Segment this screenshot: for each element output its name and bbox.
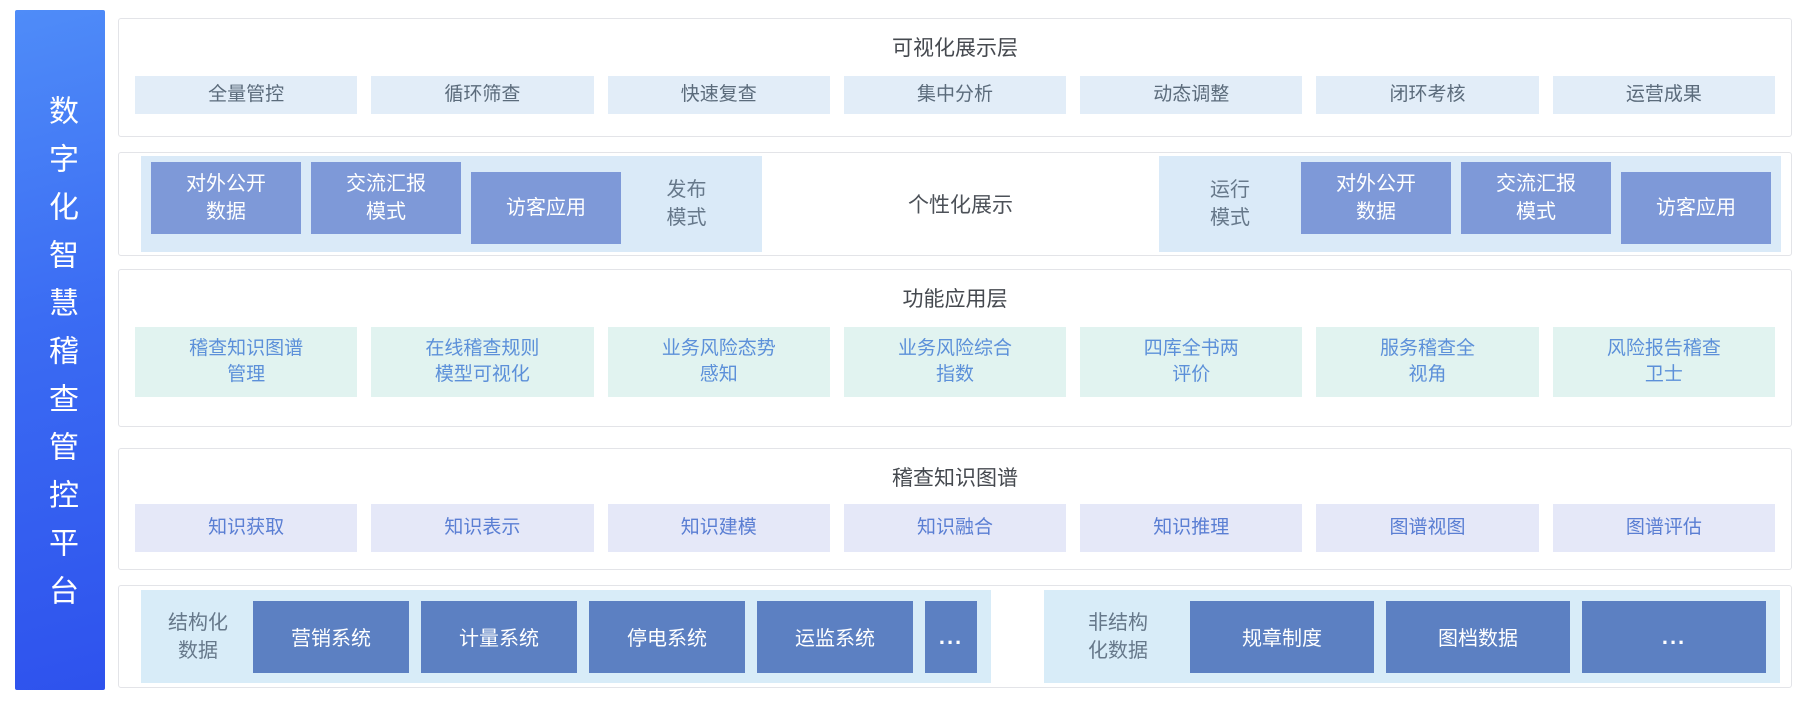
unstructured-data-label: 非结构 化数据	[1088, 611, 1148, 662]
knowledge-item: 知识获取	[135, 504, 358, 552]
function-item: 业务风险态势 感知	[607, 327, 830, 397]
mode-box: 访客应用	[1621, 172, 1771, 244]
platform-sidebar: 数字化智慧稽查管控平台	[15, 10, 105, 690]
visualization-items-row: 全量管控 循环筛查 快速复查 集中分析 动态调整 闭环考核 运营成果	[119, 76, 1791, 114]
layer-title-function: 功能应用层	[902, 288, 1008, 311]
layer-card-visualization: 可视化展示层 全量管控 循环筛查 快速复查 集中分析 动态调整 闭环考核 运营成…	[118, 18, 1792, 137]
mode-box: 对外公开 数据	[1301, 162, 1451, 234]
structured-data-label: 结构化 数据	[168, 611, 228, 662]
visualization-item: 循环筛查	[371, 76, 594, 114]
publish-mode-label: 发布 模式	[666, 179, 707, 229]
function-items-row: 稽查知识图谱 管理 在线稽查规则 模型可视化 业务风险态势 感知 业务风险综合 …	[119, 327, 1791, 397]
function-item: 稽查知识图谱 管理	[135, 327, 358, 397]
function-item: 业务风险综合 指数	[843, 327, 1067, 397]
knowledge-item: 图谱视图	[1316, 504, 1539, 552]
layer-card-data-sources: 结构化 数据 营销系统 计量系统 停电系统 运监系统 ... 非结构 化数据 规…	[118, 585, 1792, 688]
system-box: 营销系统	[253, 600, 409, 673]
mode-box: 对外公开 数据	[151, 162, 301, 234]
mode-box: 交流汇报 模式	[311, 162, 461, 234]
system-box: 停电系统	[589, 600, 745, 673]
layer-card-display-modes: 对外公开 数据 交流汇报 模式 访客应用 发布 模式 个性化展示 运行 模式 对…	[118, 152, 1792, 256]
publish-mode-panel: 对外公开 数据 交流汇报 模式 访客应用 发布 模式	[141, 156, 762, 252]
layer-card-function: 功能应用层 稽查知识图谱 管理 在线稽查规则 模型可视化 业务风险态势 感知 业…	[118, 269, 1792, 427]
system-box: 运监系统	[757, 600, 913, 673]
knowledge-item: 知识融合	[843, 504, 1067, 552]
mode-box: 交流汇报 模式	[1461, 162, 1611, 234]
platform-title: 数字化智慧稽查管控平台	[44, 95, 77, 623]
layers-column: 可视化展示层 全量管控 循环筛查 快速复查 集中分析 动态调整 闭环考核 运营成…	[118, 18, 1792, 688]
run-mode-panel: 运行 模式 对外公开 数据 交流汇报 模式 访客应用	[1159, 156, 1781, 252]
visualization-item: 闭环考核	[1316, 76, 1539, 114]
knowledge-item: 图谱评估	[1552, 504, 1775, 552]
visualization-item: 全量管控	[135, 76, 358, 114]
ellipsis-box: ...	[925, 600, 977, 673]
layer-card-knowledge-graph: 稽查知识图谱 知识获取 知识表示 知识建模 知识融合 知识推理 图谱视图 图谱评…	[118, 448, 1792, 570]
knowledge-item: 知识推理	[1080, 504, 1303, 552]
function-item: 四库全书两 评价	[1080, 327, 1303, 397]
function-item: 风险报告稽查 卫士	[1552, 327, 1775, 397]
personalized-display-label: 个性化展示	[908, 194, 1013, 217]
visualization-item: 动态调整	[1080, 76, 1303, 114]
mode-box: 访客应用	[471, 172, 621, 244]
visualization-item: 快速复查	[607, 76, 830, 114]
structured-data-panel: 结构化 数据 营销系统 计量系统 停电系统 运监系统 ...	[141, 590, 991, 683]
knowledge-item: 知识建模	[607, 504, 830, 552]
layer-title-knowledge-graph: 稽查知识图谱	[892, 467, 1018, 490]
unstructured-data-panel: 非结构 化数据 规章制度 图档数据 ...	[1044, 590, 1780, 683]
run-mode-label: 运行 模式	[1210, 179, 1250, 229]
system-box: 规章制度	[1190, 600, 1374, 673]
visualization-item: 集中分析	[843, 76, 1067, 114]
layer-title-visualization: 可视化展示层	[892, 37, 1018, 60]
function-item: 在线稽查规则 模型可视化	[371, 327, 594, 397]
system-box: 计量系统	[421, 600, 577, 673]
visualization-item: 运营成果	[1552, 76, 1775, 114]
knowledge-item: 知识表示	[371, 504, 594, 552]
system-box: 图档数据	[1386, 600, 1570, 673]
function-item: 服务稽查全 视角	[1316, 327, 1539, 397]
ellipsis-box: ...	[1582, 600, 1766, 673]
knowledge-items-row: 知识获取 知识表示 知识建模 知识融合 知识推理 图谱视图 图谱评估	[119, 504, 1791, 552]
